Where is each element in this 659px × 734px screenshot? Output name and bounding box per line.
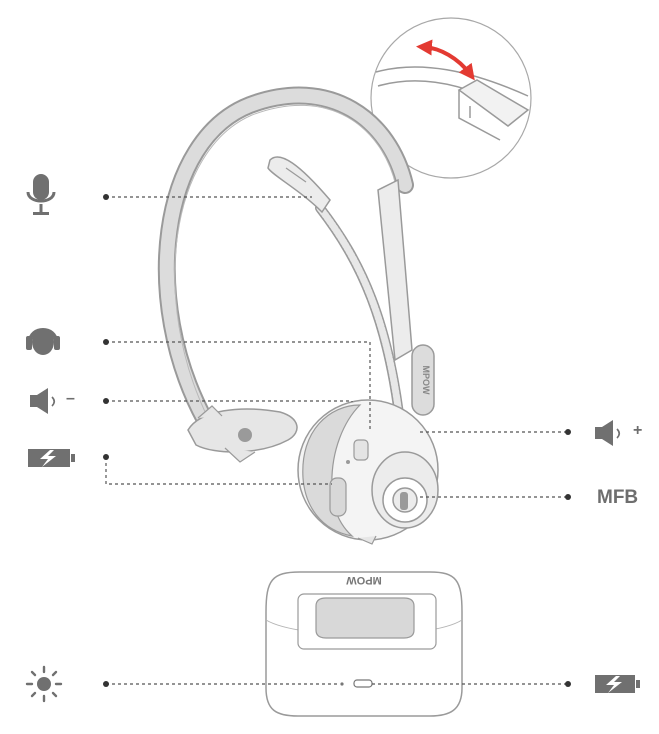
battery-icon [595,675,640,693]
headset-logo: MPOW [421,366,431,396]
speaker-icon [30,388,56,414]
usb-port [353,679,373,688]
callout-dots [103,194,571,687]
headband-pad [187,405,298,463]
volume-down-callout-line [106,400,353,402]
ear-cup [297,399,439,545]
headband-adjust-detail [370,17,532,179]
headband: MPOW [157,86,435,429]
status-led [340,682,344,686]
microphone-icon [26,174,56,215]
mfb-label: MFB [597,487,639,508]
volume-minus-label: – [66,390,75,407]
headset-callout-line [106,341,371,432]
adjust-arrow-icon [416,39,475,81]
headset-icon [26,328,60,355]
charging-base: MPOW [265,571,463,717]
speaker-icon [595,420,621,446]
volume-plus-label: + [633,422,643,439]
microphone-boom [267,156,407,445]
battery-callout-line [105,457,332,485]
base-logo: MPOW [346,574,382,586]
battery-icon [28,449,75,467]
light-icon [25,665,63,703]
callout-lines [105,196,568,685]
